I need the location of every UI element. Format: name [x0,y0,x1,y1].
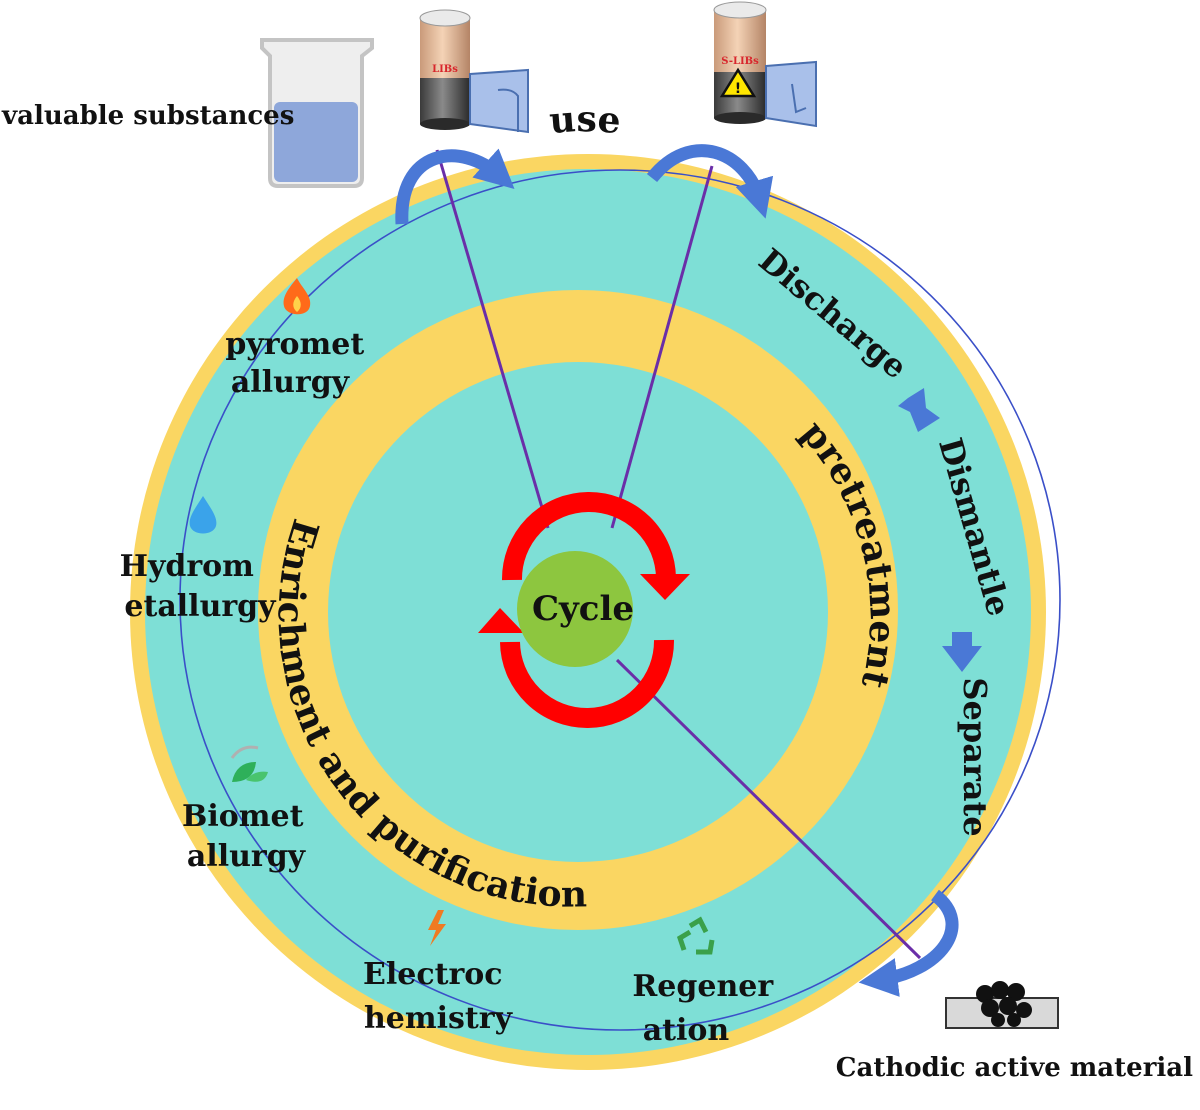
ring-label-use: use [548,98,623,142]
arrow-to-beaker [395,148,515,225]
arrow-to-cathodic [858,889,959,997]
connector-line-left [435,149,550,529]
cycle-arrow-upper [501,492,676,581]
lightning-icon [428,910,446,946]
method-label-biometallurgy: Biomet allurgy [182,799,314,874]
cycle-center-disc [517,551,633,667]
recycle-icon [676,916,715,955]
connector-line-right [610,165,714,529]
step-separate: Separate [956,677,994,836]
valuable-substances-label: valuable substances [1,101,294,131]
cycle-arrow-lower [500,639,675,728]
method-orbit-ring [179,169,1061,1031]
battery-spent-libs-label: S-LIBs [721,56,759,67]
beaker-icon [260,38,374,188]
cathodic-material-icon [945,981,1059,1029]
arrow-from-spent-battery [646,144,774,219]
step-arrow-2 [942,632,982,672]
cathodic-material-label: Cathodic active material [836,1053,1193,1083]
water-drop-icon [189,496,217,534]
cycle-label: Cycle [532,589,634,629]
warning-triangle-icon [719,67,757,98]
battery-libs-icon: LIBs [419,9,529,134]
step-arrow-1 [898,388,940,432]
leaf-icon [230,745,268,782]
battery-spent-libs-icon: S-LIBs ! [713,1,817,128]
method-label-regeneration: Regener ation [632,969,783,1048]
battery-libs-label: LIBs [432,64,458,75]
connector-line-lower [615,658,922,960]
cycle-arrows [478,492,690,728]
warning-mark: ! [735,81,741,97]
method-label-pyrometallurgy: pyromet allurgy [225,327,374,400]
method-label-hydrometallurgy: Hydrom etallurgy [120,549,278,624]
fire-icon-core [293,296,301,312]
method-label-electrochemistry: Electroc hemistry [363,957,514,1036]
